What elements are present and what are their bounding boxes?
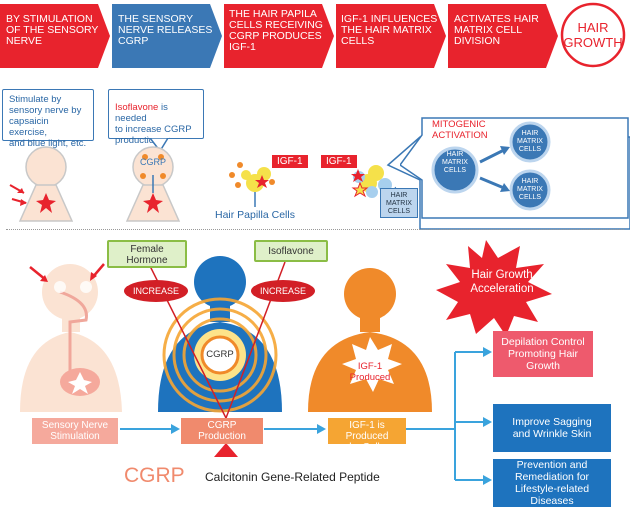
hair-papilla-label: Hair Papilla Cells [215,209,295,221]
mitogenic-bubble [400,117,629,219]
cgrp-definition: Calcitonin Gene-Related Peptide [205,470,380,484]
increase-oval-1: INCREASE [124,280,188,302]
cgrp-small-label: CGRP [140,157,167,167]
matrix-small-circle-2 [509,169,551,211]
bottom-illustration [20,240,552,485]
nerve-figure-2 [125,146,181,222]
growth-burst [436,240,552,336]
isoflavone-box: Isoflavone [254,240,328,262]
steps-banner [0,2,626,68]
step-1-arrow [0,4,110,68]
person-cgrp [158,256,282,413]
igf1-tag-b: IGF-1 [321,155,357,168]
cgrp-center-label: CGRP [206,349,234,360]
igf1-tag-a: IGF-1 [272,155,308,168]
matrix-small-circle-1 [509,121,551,163]
nerve-figure-1 [9,146,74,222]
isoflavone-word: Isoflavone [115,102,159,113]
increase-oval-2: INCREASE [251,280,315,302]
person-sensory [20,263,122,412]
cgrp-title: CGRP [124,464,185,487]
papilla-cells [229,162,275,207]
step-2-arrow [112,4,222,68]
step-5-arrow [448,4,558,68]
section-divider [6,229,624,230]
step-3-arrow [224,4,334,68]
matrix-big-circle [431,146,479,194]
person-igf [308,268,432,412]
hair-growth-circle [560,2,626,68]
step-4-arrow [336,4,446,68]
